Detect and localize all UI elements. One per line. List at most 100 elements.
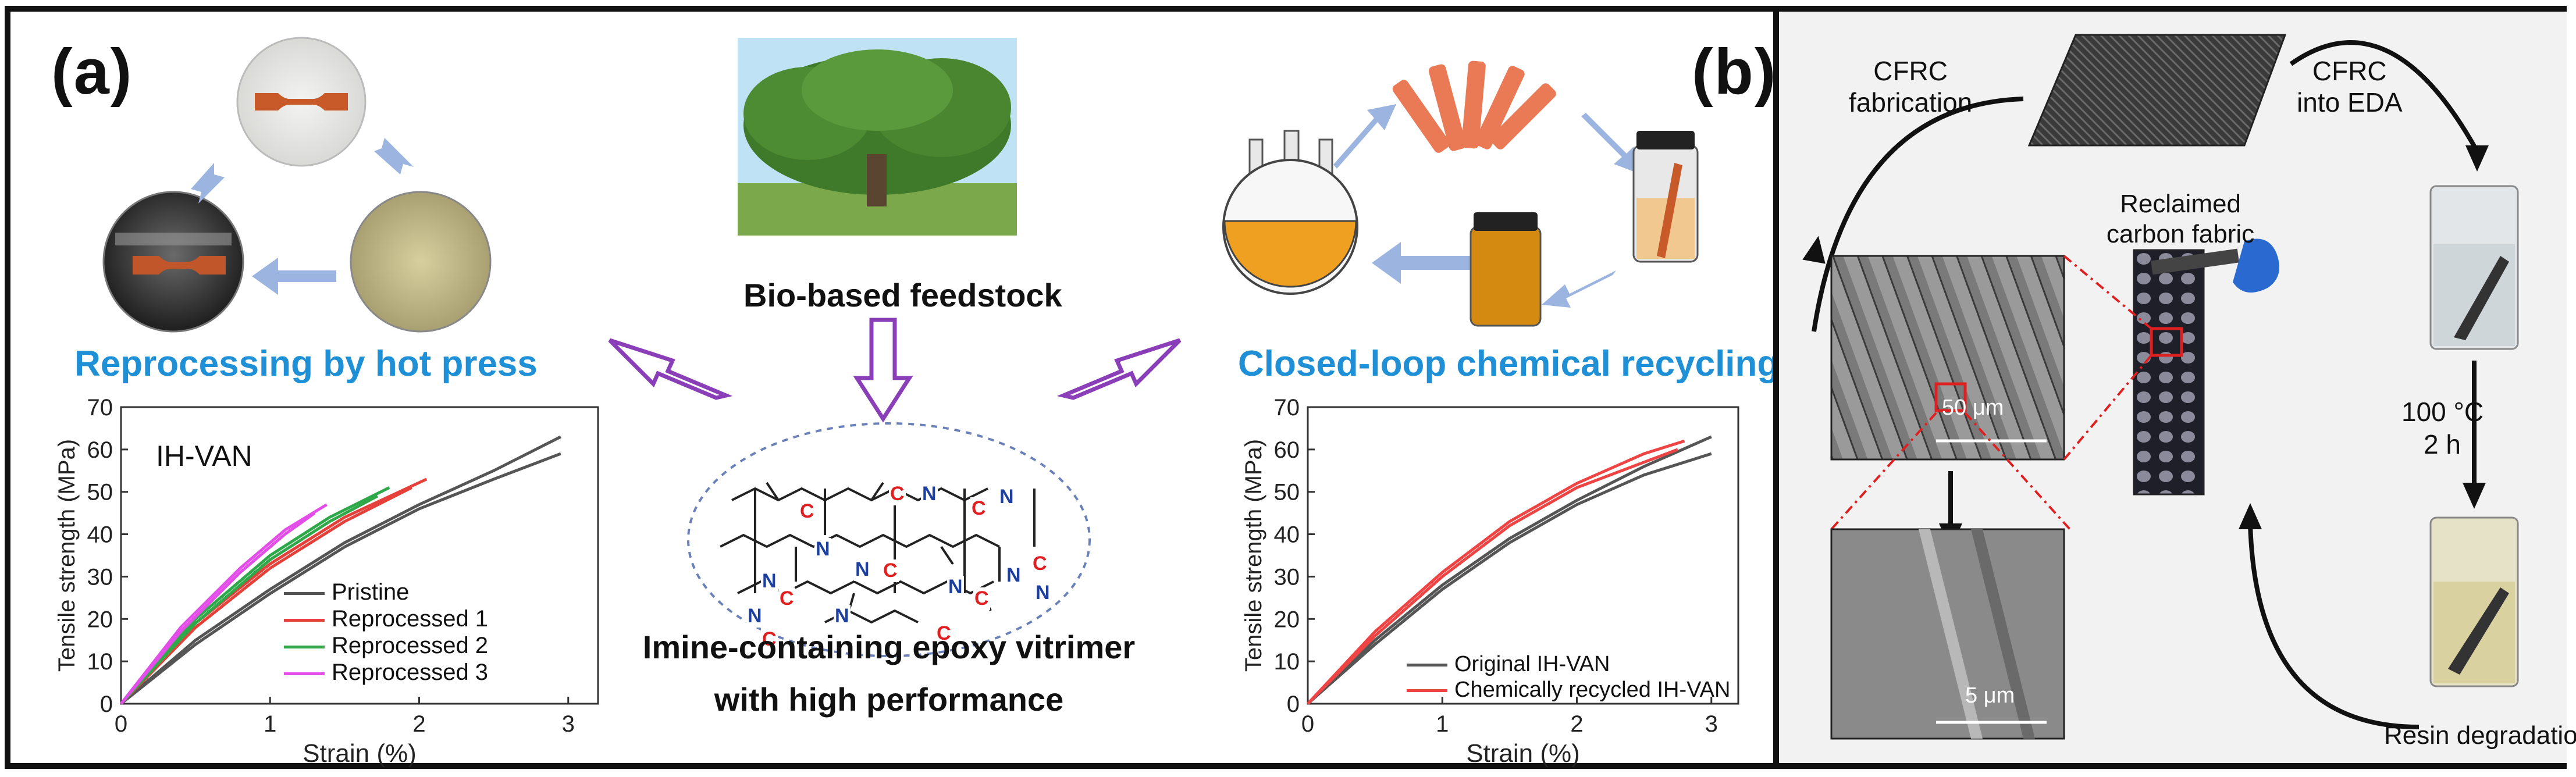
y-tick-label: 50 — [87, 480, 113, 505]
imine-atom-c: C — [761, 628, 778, 651]
condition-label: 100 °C 2 h — [2401, 395, 2484, 461]
reclaimed-fabric-line1: Reclaimed — [2120, 190, 2241, 218]
legend-item: Chemically recycled IH-VAN — [1407, 677, 1730, 703]
reclaimed-fabric-label: Reclaimed carbon fabric — [2105, 189, 2256, 250]
y-tick-label: 30 — [1274, 564, 1300, 590]
series-line-0 — [1307, 452, 1712, 705]
tree-photo — [738, 38, 1017, 236]
legend-label-original: Original IH-VAN — [1454, 652, 1610, 676]
y-tick-label: 40 — [1274, 522, 1300, 548]
series-line-2 — [120, 494, 378, 705]
x-tick-label: 0 — [115, 711, 127, 737]
y-tick-label: 60 — [1274, 437, 1300, 463]
y-tick-label: 0 — [100, 692, 113, 717]
purple-arrows — [608, 318, 1182, 423]
imine-atom-n: N — [998, 486, 1015, 508]
imine-atom-n: N — [854, 558, 871, 581]
imine-atom-n: N — [761, 570, 778, 593]
imine-atom-c: C — [973, 587, 990, 610]
x-tick-label: 2 — [412, 711, 425, 737]
series-line-2 — [120, 486, 390, 705]
figure-frame: (a) Reprocessin — [5, 6, 2576, 769]
y-axis-label: Tensile strength (MPa) — [1241, 439, 1266, 672]
hot-press-cycle-illustration — [102, 37, 492, 333]
legend-item: Reprocessed 1 — [284, 605, 488, 632]
series-line-3 — [120, 503, 328, 705]
series-line-1 — [1307, 448, 1678, 705]
y-tick-label: 30 — [87, 564, 113, 590]
panel-b: (b) CFRC fabrication CFRC into EDA — [1692, 12, 2576, 763]
panel-b-illustration — [1802, 34, 2519, 740]
condition-time: 2 h — [2424, 429, 2461, 459]
legend-item: Original IH-VAN — [1407, 651, 1730, 677]
cfrc-into-eda-line2: into EDA — [2297, 87, 2403, 117]
imine-atom-c: C — [799, 500, 816, 523]
series-line-1 — [120, 486, 412, 705]
imine-atom-n: N — [814, 538, 831, 561]
recycling-caption: Closed-loop chemical recycling — [1238, 344, 1780, 384]
series-line-0 — [120, 452, 561, 705]
x-tick-label: 1 — [264, 711, 276, 737]
series-line-1 — [1307, 439, 1685, 705]
center-caption-line2: with high performance — [714, 681, 1064, 718]
y-tick-label: 20 — [1274, 607, 1300, 632]
y-tick-label: 0 — [1287, 692, 1300, 717]
x-tick-label: 1 — [1436, 711, 1449, 737]
imine-atom-c: C — [778, 587, 795, 610]
condition-temperature: 100 °C — [2401, 397, 2484, 427]
legend-label-reprocessed-3: Reprocessed 3 — [332, 660, 489, 685]
legend-label-pristine: Pristine — [332, 579, 410, 605]
imine-atom-n: N — [1034, 582, 1051, 604]
imine-atom-c: C — [970, 497, 987, 520]
imine-atom-n: N — [947, 576, 964, 598]
y-tick-label: 70 — [87, 395, 113, 420]
sem-scale-small: 5 μm — [1965, 683, 2015, 708]
panel-b-label: (b) — [1692, 36, 1777, 108]
series-line-0 — [120, 435, 562, 705]
chart-right-legend: Original IH-VAN Chemically recycled IH-V… — [1407, 651, 1730, 703]
resin-degradation-label: Resin degradation — [2384, 721, 2576, 750]
y-axis-label: Tensile strength (MPa) — [54, 439, 80, 672]
series-line-0 — [1307, 435, 1712, 705]
imine-atom-c: C — [1031, 553, 1048, 575]
imine-atom-c: C — [935, 622, 952, 645]
imine-atom-n: N — [921, 483, 938, 505]
panel-a: (a) Reprocessin — [10, 12, 1779, 768]
x-tick-label: 2 — [1570, 711, 1583, 737]
reclaimed-fabric-line2: carbon fabric — [2106, 220, 2255, 248]
y-tick-label: 20 — [87, 607, 113, 632]
sem-scale-large: 50 μm — [1942, 395, 2004, 420]
y-tick-label: 40 — [87, 522, 113, 548]
x-tick-label: 3 — [562, 711, 575, 737]
cfrc-into-eda-label: CFRC into EDA — [2297, 55, 2403, 118]
x-tick-label: 0 — [1301, 711, 1314, 737]
panel-a-label: (a) — [51, 36, 133, 108]
imine-atom-c: C — [889, 483, 906, 505]
plot-frame — [120, 406, 599, 705]
x-axis-label: Strain (%) — [303, 739, 417, 768]
legend-label-reprocessed-1: Reprocessed 1 — [332, 606, 489, 632]
series-line-3 — [120, 512, 316, 705]
biobased-caption: Bio-based feedstock — [743, 277, 1062, 313]
x-axis-label: Strain (%) — [1466, 739, 1580, 768]
chemical-recycling-illustration — [1222, 60, 1699, 327]
legend-label-reprocessed-2: Reprocessed 2 — [332, 633, 489, 658]
y-tick-label: 50 — [1274, 480, 1300, 505]
cfrc-fabrication-line1: CFRC — [1873, 56, 1948, 86]
cfrc-into-eda-line1: CFRC — [2312, 56, 2387, 86]
imine-atom-n: N — [1005, 564, 1022, 587]
x-tick-label: 3 — [1705, 711, 1718, 737]
chart-left-annotation: IH-VAN — [156, 440, 252, 472]
reprocessing-caption: Reprocessing by hot press — [74, 344, 538, 384]
y-tick-label: 10 — [87, 649, 113, 675]
legend-item: Reprocessed 3 — [284, 659, 488, 686]
legend-item: Reprocessed 2 — [284, 632, 488, 659]
imine-atom-n: N — [746, 605, 763, 628]
imine-atom-c: C — [882, 559, 899, 582]
y-tick-label: 10 — [1274, 649, 1300, 675]
plot-frame — [1307, 406, 1739, 705]
legend-label-recycled: Chemically recycled IH-VAN — [1454, 678, 1731, 702]
y-tick-label: 70 — [1274, 395, 1300, 420]
